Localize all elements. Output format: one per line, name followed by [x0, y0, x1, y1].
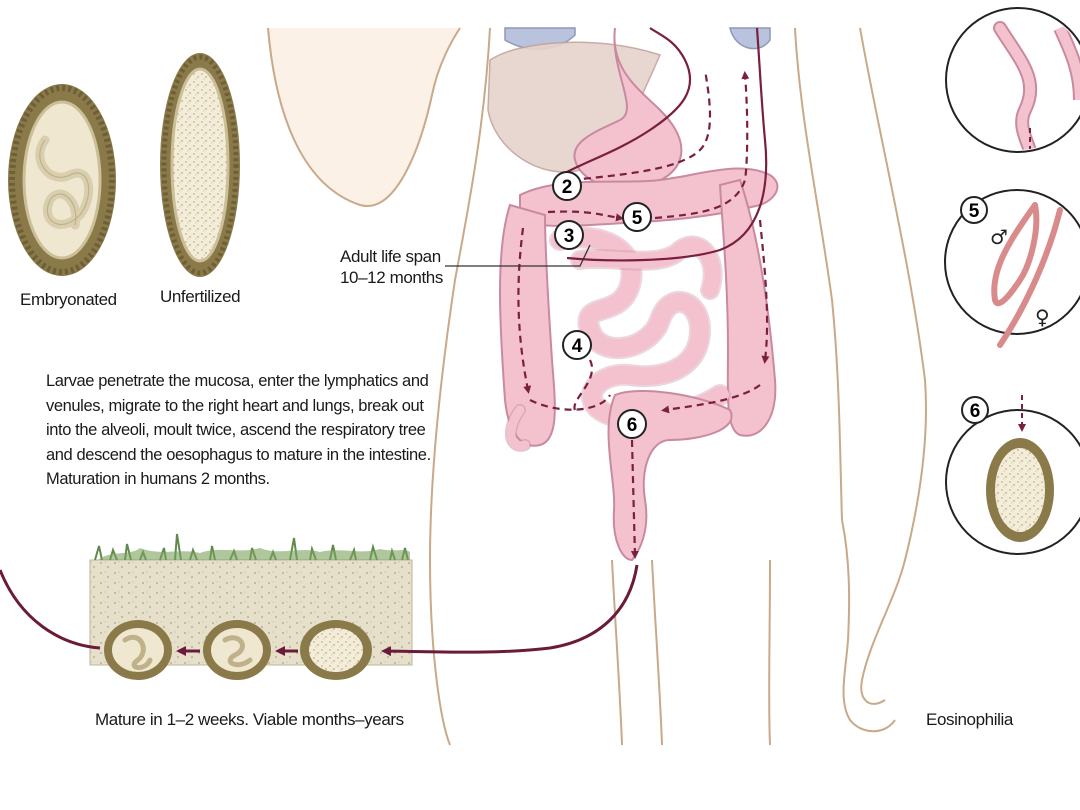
inset-5: ♂ ♀ 5 [944, 189, 1080, 348]
inset-top [945, 7, 1080, 153]
unfertilized-label: Unfertilized [160, 287, 241, 306]
soil-eggs [104, 620, 372, 680]
step-3-marker: 3 [554, 220, 584, 250]
step-2-marker: 2 [552, 171, 582, 201]
larvae-line-5: Maturation in humans 2 months. [46, 470, 270, 488]
male-symbol: ♂ [990, 225, 1008, 249]
inset-6-label: 6 [970, 401, 981, 422]
larvae-description: Larvae penetrate the mucosa, enter the l… [46, 369, 431, 492]
eosinophilia-label: Eosinophilia [926, 710, 1013, 729]
migration-paths [445, 27, 770, 559]
embryonated-label: Embryonated [20, 290, 117, 309]
step-6-marker: 6 [617, 409, 647, 439]
larvae-line-3: into the alveoli, moult twice, ascend th… [46, 421, 426, 439]
step-2-label: 2 [562, 177, 573, 198]
step-4-marker: 4 [562, 330, 592, 360]
adult-life-span-line2: 10–12 months [340, 268, 443, 287]
adult-life-span-line1: Adult life span [340, 247, 441, 266]
larvae-line-4: and descend the oesophagus to mature in … [46, 445, 431, 464]
lifecycle-arrows [0, 564, 639, 657]
larvae-line-1: Larvae penetrate the mucosa, enter the l… [46, 372, 429, 390]
inset-5-label: 5 [969, 201, 980, 222]
larvae-line-2: venules, migrate to the right heart and … [46, 396, 424, 415]
soil-egg-embryonated [104, 620, 172, 680]
step-3-label: 3 [564, 226, 575, 247]
adult-life-span-label: Adult life span 10–12 months [340, 246, 443, 288]
soil-egg-developing [203, 620, 271, 680]
soil-egg-fresh [300, 620, 372, 680]
soil-caption: Mature in 1–2 weeks. Viable months–years [95, 710, 404, 729]
embryonated-egg [8, 84, 116, 276]
unfertilized-egg [160, 53, 240, 277]
step-5-label: 5 [632, 208, 643, 229]
human-body-outline [267, 27, 927, 746]
step-6-label: 6 [627, 415, 638, 436]
step-4-label: 4 [572, 336, 583, 357]
female-symbol: ♀ [1035, 305, 1050, 329]
step-markers: 2 3 5 4 6 [552, 171, 652, 439]
inset-6: 6 [945, 395, 1080, 555]
step-5-marker: 5 [622, 202, 652, 232]
